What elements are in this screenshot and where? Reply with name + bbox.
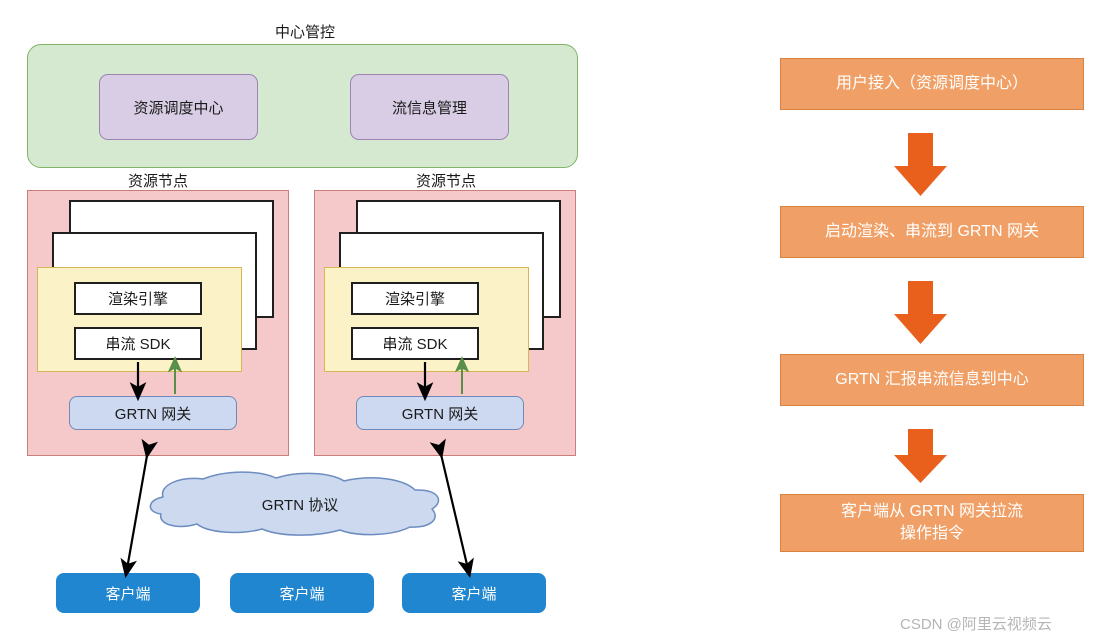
flow-step-2[interactable]: 启动渲染、串流到 GRTN 网关 — [780, 206, 1084, 258]
arrow-gateway2-client3 — [429, 438, 474, 578]
resource-node-1-stream-sdk-label: 串流 SDK — [105, 336, 171, 353]
flow-arrow-2 — [894, 281, 947, 344]
arrow-gateway1-client1 — [120, 438, 158, 579]
flow-arrow-3 — [894, 429, 947, 483]
resource-node-2-title: 资源节点 — [415, 172, 476, 190]
client-box-1-label: 客户端 — [105, 585, 151, 603]
client-box-3[interactable]: 客户端 — [402, 573, 546, 613]
flow-step-1-label: 用户接入（资源调度中心） — [835, 75, 1028, 93]
flow-step-1[interactable]: 用户接入（资源调度中心） — [780, 58, 1084, 110]
resource-node-2-gateway-label: GRTN 网关 — [401, 405, 479, 423]
client-box-2-label: 客户端 — [279, 585, 325, 603]
watermark: CSDN @阿里云视频云 — [900, 616, 1052, 633]
flow-step-3-label: GRTN 汇报串流信息到中心 — [835, 371, 1029, 389]
center-control-title: 中心管控 — [274, 23, 335, 41]
flow-step-3[interactable]: GRTN 汇报串流信息到中心 — [780, 354, 1084, 406]
resource-node-2-stream-sdk[interactable]: 串流 SDK — [351, 327, 479, 360]
flow-step-4[interactable]: 客户端从 GRTN 网关拉流 操作指令 — [780, 494, 1084, 552]
resource-node-1-render-engine-label: 渲染引擎 — [107, 291, 168, 308]
resource-node-1-stream-sdk[interactable]: 串流 SDK — [74, 327, 202, 360]
flow-arrow-1 — [894, 133, 947, 196]
client-box-3-label: 客户端 — [451, 585, 497, 603]
module-resource-scheduler-label: 资源调度中心 — [133, 99, 224, 117]
resource-node-2-gateway[interactable]: GRTN 网关 — [356, 396, 524, 430]
resource-node-1-gateway-label: GRTN 网关 — [114, 405, 192, 423]
client-box-2[interactable]: 客户端 — [230, 573, 374, 613]
protocol-cloud-label: GRTN 协议 — [261, 496, 339, 514]
resource-node-1-title: 资源节点 — [127, 172, 188, 190]
client-box-1[interactable]: 客户端 — [56, 573, 200, 613]
resource-node-2-render-engine[interactable]: 渲染引擎 — [351, 282, 479, 315]
flow-step-2-label: 启动渲染、串流到 GRTN 网关 — [825, 223, 1039, 241]
resource-node-2-render-engine-label: 渲染引擎 — [384, 291, 445, 308]
resource-node-1-render-engine[interactable]: 渲染引擎 — [74, 282, 202, 315]
resource-node-2-stream-sdk-label: 串流 SDK — [382, 336, 448, 353]
module-stream-info-manager[interactable]: 流信息管理 — [350, 74, 509, 140]
resource-node-1-gateway[interactable]: GRTN 网关 — [69, 396, 237, 430]
flow-step-4-label: 客户端从 GRTN 网关拉流 操作指令 — [841, 503, 1023, 542]
module-resource-scheduler[interactable]: 资源调度中心 — [99, 74, 258, 140]
module-stream-info-manager-label: 流信息管理 — [391, 99, 467, 117]
